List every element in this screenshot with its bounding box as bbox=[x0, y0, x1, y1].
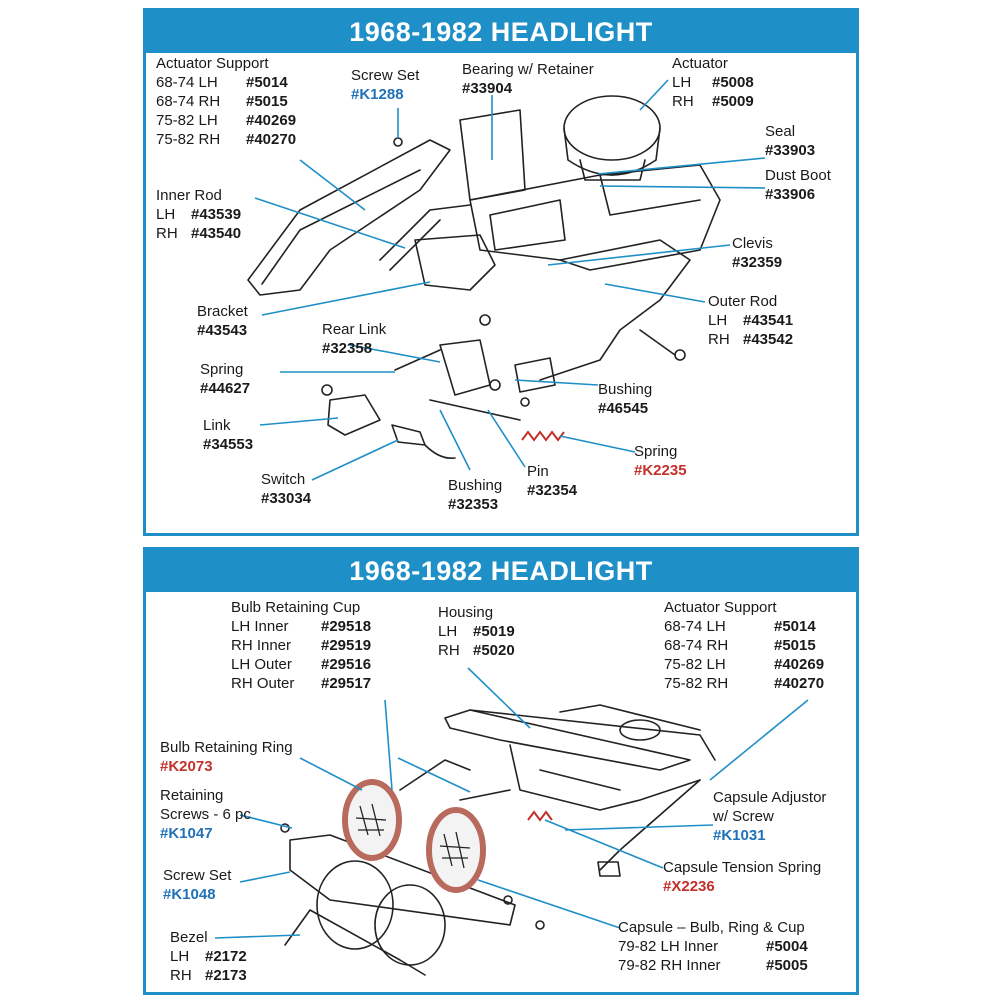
label-spring-red: Spring #K2235 bbox=[634, 443, 687, 479]
label-switch: Switch #33034 bbox=[261, 471, 312, 507]
label-bushing-right: Bushing #46545 bbox=[598, 381, 653, 417]
label-bracket: Bracket #43543 bbox=[197, 303, 248, 339]
label-bulb-retaining-ring: Bulb Retaining Ring #K2073 bbox=[160, 739, 293, 775]
label-retaining-screws: Retaining Screws - 6 pc #K1047 bbox=[160, 787, 251, 842]
label-screw-set-top: Screw Set #K1288 bbox=[351, 67, 420, 103]
label-capsule: Capsule – Bulb, Ring & Cup 79-82 LH Inne… bbox=[618, 919, 808, 974]
top-panel-title: 1968-1982 HEADLIGHT bbox=[146, 11, 856, 53]
label-actuator-support-bottom: Actuator Support 68-74 LH#5014 68-74 RH#… bbox=[664, 599, 825, 692]
label-capsule-adjustor: Capsule Adjustor w/ Screw #K1031 bbox=[713, 789, 827, 844]
label-inner-rod: Inner Rod LH#43539 RH#43540 bbox=[156, 187, 242, 242]
label-actuator-support-top: Actuator Support 68-74 LH#5014 68-74 RH#… bbox=[156, 55, 297, 148]
label-rear-link: Rear Link #32358 bbox=[322, 321, 387, 357]
label-bezel: Bezel LH#2172 RH#2173 bbox=[170, 929, 247, 984]
label-bearing: Bearing w/ Retainer #33904 bbox=[462, 61, 594, 97]
label-spring-top: Spring #44627 bbox=[200, 361, 251, 397]
bottom-panel-title: 1968-1982 HEADLIGHT bbox=[146, 550, 856, 592]
label-housing: Housing LH#5019 RH#5020 bbox=[438, 604, 515, 659]
label-dust-boot: Dust Boot #33906 bbox=[765, 167, 831, 203]
label-link: Link #34553 bbox=[203, 417, 254, 453]
label-outer-rod: Outer Rod LH#43541 RH#43542 bbox=[708, 293, 794, 348]
label-screw-set-bottom: Screw Set #K1048 bbox=[163, 867, 232, 903]
label-pin: Pin #32354 bbox=[527, 463, 578, 499]
label-capsule-tension-spring: Capsule Tension Spring #X2236 bbox=[663, 859, 822, 895]
label-bulb-retaining-cup: Bulb Retaining Cup LH Inner#29518 RH Inn… bbox=[231, 599, 372, 692]
label-bushing-bottom: Bushing #32353 bbox=[448, 477, 503, 513]
label-actuator: Actuator LH#5008 RH#5009 bbox=[672, 55, 754, 110]
label-clevis: Clevis #32359 bbox=[732, 235, 783, 271]
label-seal: Seal #33903 bbox=[765, 123, 816, 159]
